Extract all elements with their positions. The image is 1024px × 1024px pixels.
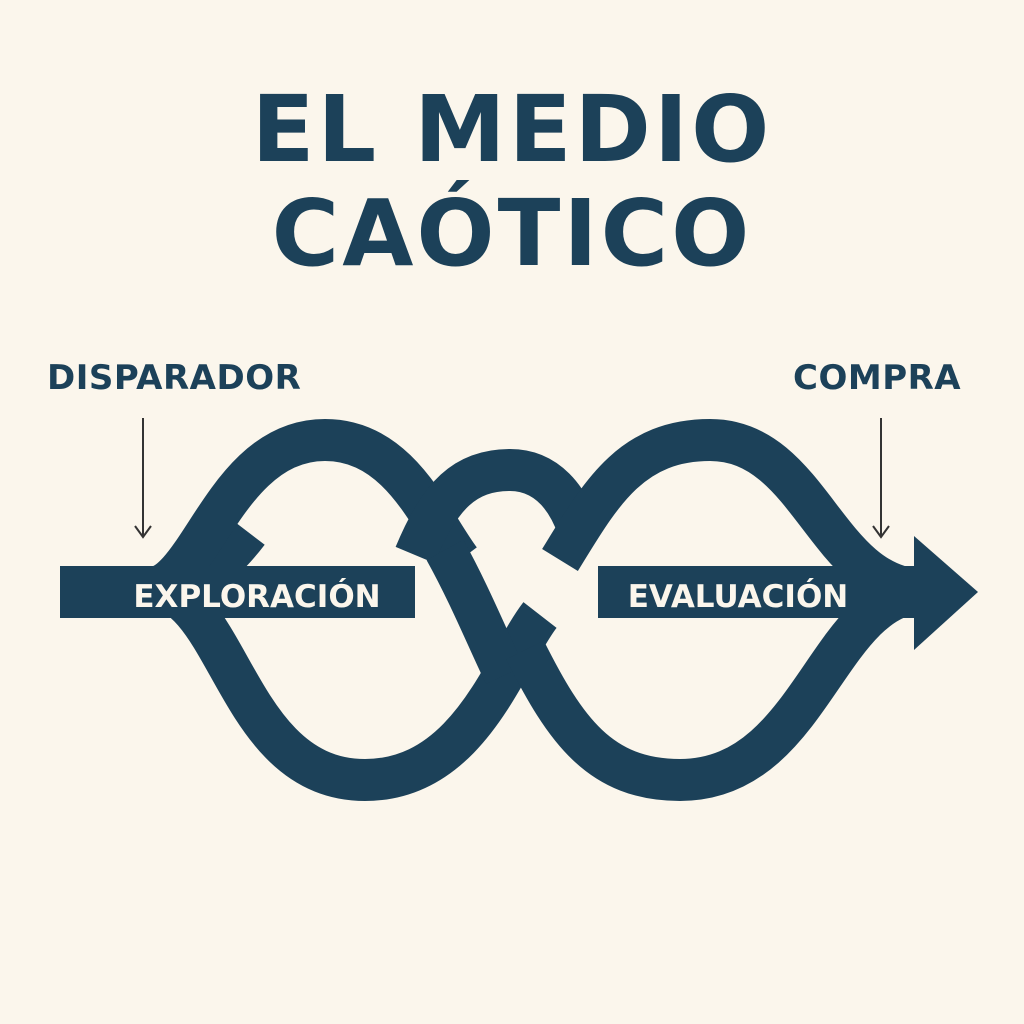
ribbon-middle-crossing xyxy=(395,449,598,564)
title-line-1: EL MEDIO xyxy=(251,76,773,183)
trigger-pointer-arrow xyxy=(134,418,152,539)
ribbon-middle-diagonal xyxy=(426,539,524,685)
trigger-label: DISPARADOR xyxy=(47,358,302,398)
ribbon-evaluation-lower-arc xyxy=(506,571,924,801)
page-title: EL MEDIO CAÓTICO xyxy=(0,78,1024,286)
ribbon-exploration-lower-arc xyxy=(147,567,558,801)
purchase-pointer-arrow xyxy=(872,418,890,539)
title-line-2: CAÓTICO xyxy=(271,180,753,287)
purchase-label: COMPRA xyxy=(793,358,962,398)
ribbon-arrowhead xyxy=(914,536,978,650)
evaluation-label: EVALUACIÓN xyxy=(628,578,849,615)
exploration-label: EXPLORACIÓN xyxy=(133,578,380,615)
evaluation-band xyxy=(598,566,920,618)
exploration-band xyxy=(60,566,415,618)
ribbon-evaluation-upper-arc xyxy=(542,419,923,611)
